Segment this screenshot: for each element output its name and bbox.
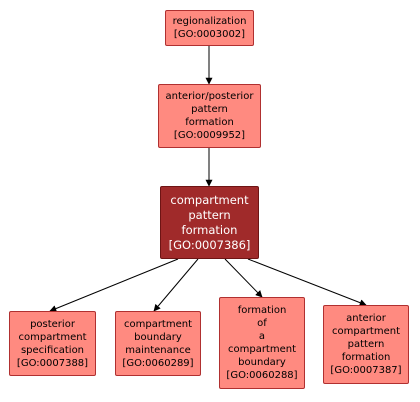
node-anterior-compartment-pattern-formation-line-2: compartment bbox=[331, 326, 401, 337]
node-anterior-compartment-pattern-formation[interactable]: anterior compartment pattern formation [… bbox=[323, 305, 409, 384]
node-anterior-compartment-pattern-formation-line-3: pattern bbox=[347, 339, 385, 350]
node-formation-of-compartment-boundary-line-2: of bbox=[257, 318, 267, 329]
node-compartment-boundary-maintenance[interactable]: compartment boundary maintenance [GO:006… bbox=[115, 311, 201, 376]
node-regionalization[interactable]: regionalization [GO:0003002] bbox=[165, 10, 254, 46]
node-compartment-pattern-formation-line-3: formation bbox=[181, 222, 238, 237]
node-compartment-boundary-maintenance-line-3: maintenance bbox=[125, 344, 191, 356]
node-compartment-pattern-formation[interactable]: compartment pattern formation [GO:000738… bbox=[160, 186, 259, 259]
edge-compartment-pattern-formation-to-posterior-compartment-specification bbox=[49, 258, 179, 312]
node-formation-of-compartment-boundary-line-3: a bbox=[258, 331, 266, 342]
node-formation-of-compartment-boundary[interactable]: formation of a compartment boundary [GO:… bbox=[219, 297, 305, 389]
node-posterior-compartment-specification-line-1: posterior bbox=[30, 318, 75, 330]
edge-compartment-pattern-formation-to-formation-of-compartment-boundary bbox=[224, 258, 263, 298]
node-regionalization-line-1: regionalization bbox=[172, 16, 247, 27]
node-regionalization-go-id: [GO:0003002] bbox=[173, 29, 246, 40]
node-compartment-boundary-maintenance-line-1: compartment bbox=[123, 318, 193, 330]
node-posterior-compartment-specification-go-id: [GO:0007388] bbox=[16, 357, 89, 369]
node-posterior-compartment-specification-line-2: compartment bbox=[18, 331, 87, 343]
node-compartment-boundary-maintenance-line-2: boundary bbox=[134, 331, 182, 343]
node-anterior-posterior-line-1: anterior/posterior bbox=[165, 91, 254, 102]
node-anterior-compartment-pattern-formation-line-4: formation bbox=[341, 352, 391, 363]
node-formation-of-compartment-boundary-line-5: boundary bbox=[238, 357, 286, 368]
node-anterior-posterior-line-2: pattern bbox=[191, 104, 228, 115]
node-compartment-pattern-formation-line-2: pattern bbox=[188, 207, 231, 222]
node-anterior-posterior-line-3: formation bbox=[185, 117, 234, 128]
node-compartment-boundary-maintenance-go-id: [GO:0060289] bbox=[122, 357, 194, 369]
node-compartment-pattern-formation-go-id: [GO:0007386] bbox=[168, 237, 251, 252]
edges bbox=[49, 46, 367, 312]
node-anterior-compartment-pattern-formation-go-id: [GO:0007387] bbox=[330, 365, 402, 376]
node-anterior-compartment-pattern-formation-line-1: anterior bbox=[346, 313, 386, 324]
node-formation-of-compartment-boundary-go-id: [GO:0060288] bbox=[226, 370, 298, 381]
edge-compartment-pattern-formation-to-compartment-boundary-maintenance bbox=[153, 258, 199, 312]
edge-compartment-pattern-formation-to-anterior-compartment-pattern-formation bbox=[247, 258, 367, 306]
node-anterior-posterior-go-id: [GO:0009952] bbox=[173, 130, 246, 141]
node-formation-of-compartment-boundary-line-4: compartment bbox=[227, 344, 297, 355]
node-posterior-compartment-specification-line-3: specification bbox=[20, 344, 85, 356]
node-formation-of-compartment-boundary-line-1: formation bbox=[237, 305, 287, 316]
node-compartment-pattern-formation-line-1: compartment bbox=[170, 192, 249, 207]
node-posterior-compartment-specification[interactable]: posterior compartment specification [GO:… bbox=[9, 311, 96, 376]
node-anterior-posterior-pattern-formation[interactable]: anterior/posterior pattern formation [GO… bbox=[158, 84, 261, 148]
